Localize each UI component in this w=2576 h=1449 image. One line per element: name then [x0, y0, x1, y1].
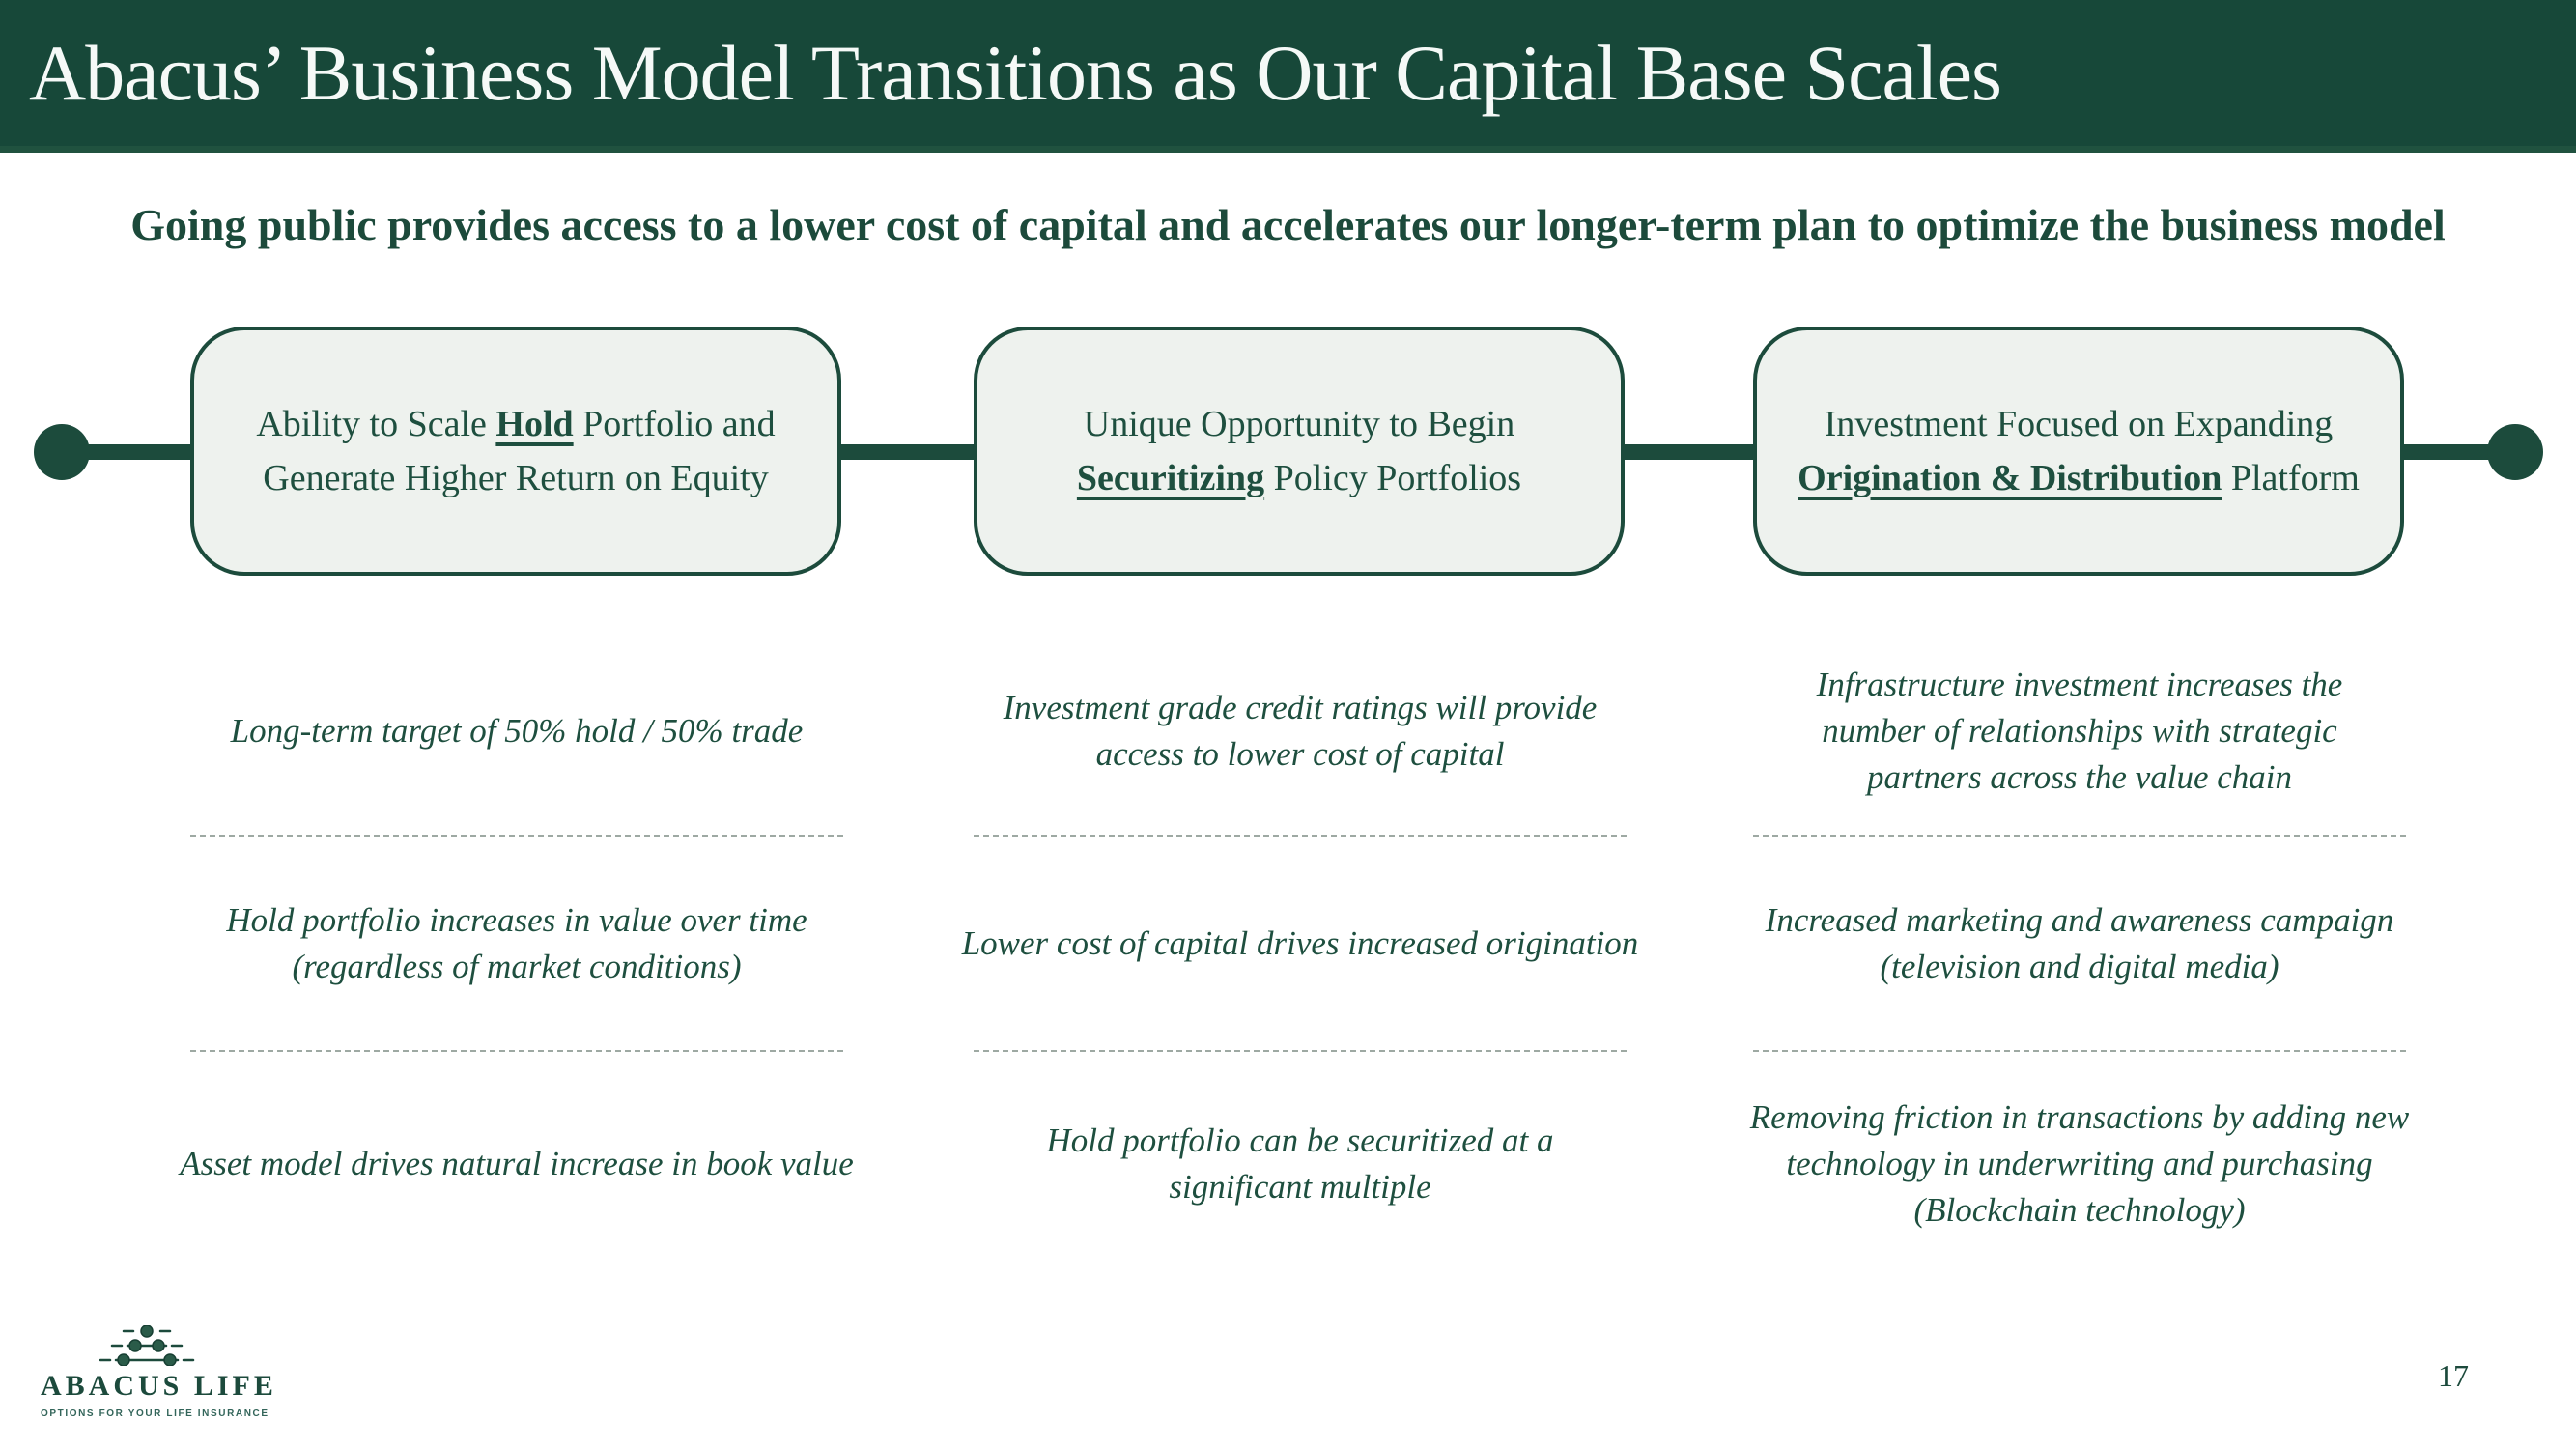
supporting-point: Investment grade credit ratings will pro…	[974, 628, 1627, 837]
page-title: Abacus’ Business Model Transitions as Ou…	[29, 28, 2002, 117]
supporting-points-column-2: Investment grade credit ratings will pro…	[962, 628, 1639, 1275]
emphasized-term: Origination & Distribution	[1798, 458, 2222, 498]
supporting-point: Lower cost of capital drives increased o…	[962, 837, 1638, 1052]
timeline-end-dot	[2487, 424, 2543, 480]
stage-box-origination-distribution: Investment Focused on Expanding Originat…	[1753, 327, 2404, 576]
stage-box-line: Ability to Scale Hold Portfolio and	[256, 404, 776, 444]
timeline-start-dot	[34, 424, 90, 480]
stage-box-hold-portfolio: Ability to Scale Hold Portfolio and Gene…	[190, 327, 841, 576]
stage-box-line: Unique Opportunity to Begin	[1083, 404, 1515, 444]
page-number: 17	[2438, 1358, 2469, 1393]
supporting-points-column-1: Long-term target of 50% hold / 50% trade…	[180, 628, 854, 1275]
emphasized-term: Hold	[495, 404, 574, 444]
supporting-point: Increased marketing and awareness campai…	[1753, 837, 2406, 1052]
stage-box-line: Securitizing Policy Portfolios	[1076, 458, 1522, 498]
supporting-point: Long-term target of 50% hold / 50% trade	[190, 628, 843, 837]
supporting-point: Asset model drives natural increase in b…	[180, 1144, 854, 1182]
abacus-life-logo: ABACUS LIFE OPTIONS FOR YOUR LIFE INSURA…	[41, 1325, 277, 1419]
logo-tagline: OPTIONS FOR YOUR LIFE INSURANCE	[41, 1408, 269, 1419]
stage-box-securitizing: Unique Opportunity to Begin Securitizing…	[974, 327, 1625, 576]
header-bar: Abacus’ Business Model Transitions as Ou…	[0, 0, 2576, 153]
stage-box-line: Investment Focused on Expanding	[1824, 404, 2334, 444]
supporting-point: Removing friction in transactions by add…	[1749, 1097, 2410, 1229]
stage-box-line: Generate Higher Return on Equity	[263, 458, 769, 498]
emphasized-term: Securitizing	[1076, 458, 1265, 498]
slide-subtitle: Going public provides access to a lower …	[130, 200, 2446, 249]
supporting-point: Hold portfolio increases in value over t…	[190, 837, 843, 1052]
abacus-logo-icon	[99, 1325, 195, 1366]
logo-wordmark: ABACUS LIFE	[41, 1370, 277, 1402]
stage-box-line: Origination & Distribution Platform	[1798, 458, 2360, 498]
